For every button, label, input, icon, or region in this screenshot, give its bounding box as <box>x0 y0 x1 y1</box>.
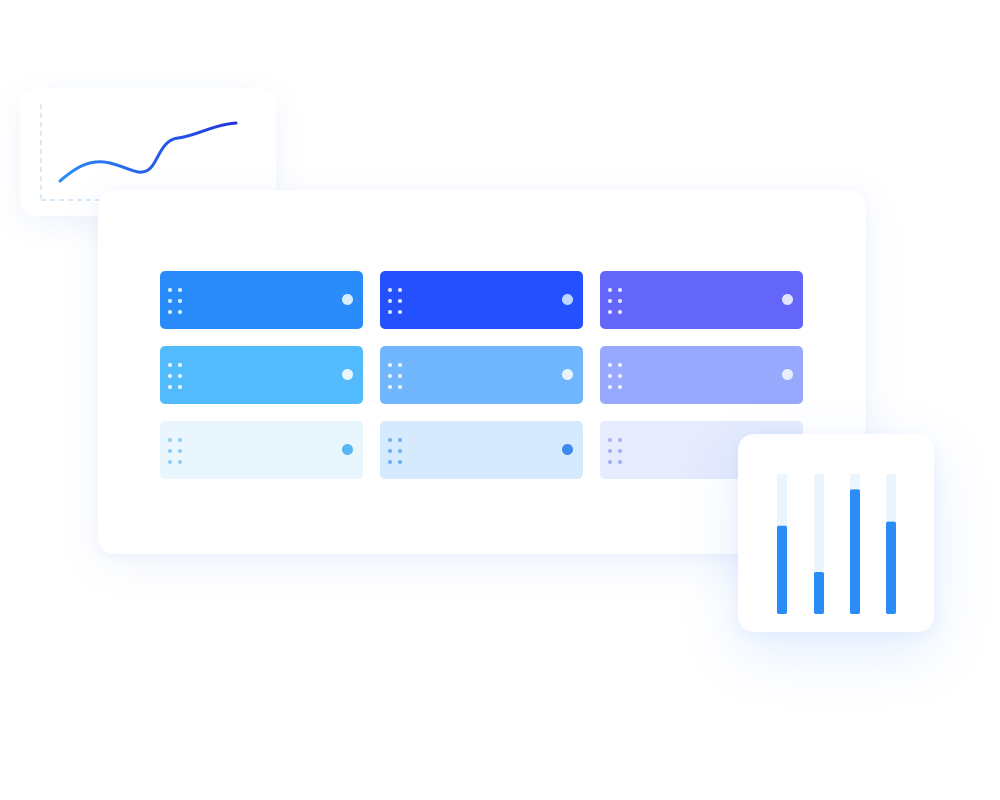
tile-row1-col2[interactable] <box>380 271 583 329</box>
status-dot-icon <box>562 444 573 455</box>
tile-row3-col1[interactable] <box>160 421 363 479</box>
bar-2 <box>814 572 824 614</box>
drag-handle-icon[interactable] <box>388 363 404 389</box>
tile-row2-col2[interactable] <box>380 346 583 404</box>
tile-row2-col1[interactable] <box>160 346 363 404</box>
drag-handle-icon[interactable] <box>168 363 184 389</box>
status-dot-icon <box>782 369 793 380</box>
drag-handle-icon[interactable] <box>168 288 184 314</box>
status-dot-icon <box>562 369 573 380</box>
bar-chart-card <box>738 434 934 632</box>
drag-handle-icon[interactable] <box>168 438 184 464</box>
tile-row2-col3[interactable] <box>600 346 803 404</box>
status-dot-icon <box>342 444 353 455</box>
bar-3 <box>850 489 860 614</box>
drag-handle-icon[interactable] <box>388 288 404 314</box>
main-card <box>98 190 866 554</box>
drag-handle-icon[interactable] <box>608 438 624 464</box>
tile-row3-col2[interactable] <box>380 421 583 479</box>
tile-row1-col3[interactable] <box>600 271 803 329</box>
bar-chart <box>777 474 896 614</box>
status-dot-icon <box>342 369 353 380</box>
status-dot-icon <box>782 294 793 305</box>
bar-1 <box>777 525 787 614</box>
status-dot-icon <box>562 294 573 305</box>
status-dot-icon <box>342 294 353 305</box>
line-chart-series-line <box>58 121 238 183</box>
tile-row1-col1[interactable] <box>160 271 363 329</box>
drag-handle-icon[interactable] <box>608 288 624 314</box>
bar-4 <box>886 521 896 614</box>
drag-handle-icon[interactable] <box>608 363 624 389</box>
drag-handle-icon[interactable] <box>388 438 404 464</box>
